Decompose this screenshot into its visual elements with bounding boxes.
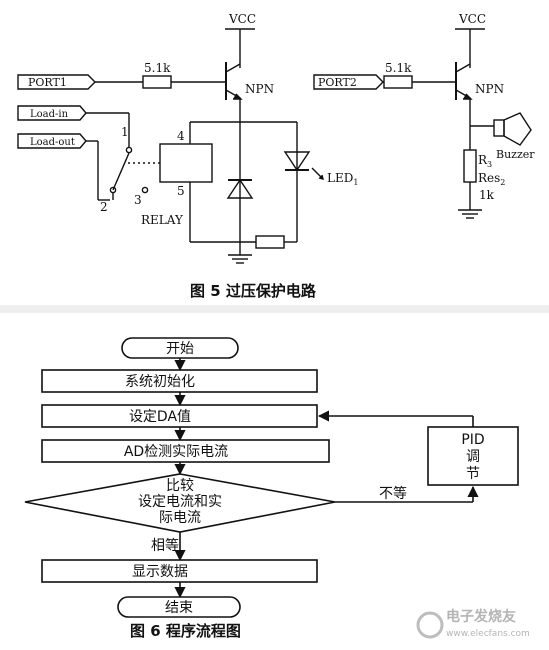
equal-label: 相等 [151,537,179,554]
end-node [117,596,241,618]
resistor-5k1-left [142,75,172,89]
res2-label: Res2 [478,171,505,187]
pid-label-1: PID [461,432,484,448]
load-in-label: Load-in [30,109,69,120]
res-right-label: 5.1k [385,61,412,75]
port1-label: PORT1 [28,76,67,89]
switch-pin-3: 3 [134,193,142,207]
not-equal-label: 不等 [379,485,407,502]
figure6-caption: 图 6 程序流程图 [130,622,241,640]
load-in-connector [17,105,87,121]
led-indicator [283,151,324,180]
vcc-right-label: VCC [458,12,486,26]
set-da-label: 设定DA值 [129,409,191,425]
display-label: 显示数据 [132,564,188,580]
overvoltage-circuit [17,28,532,264]
circuit-labels: VCC VCC PORT1 PORT2 5.1k 5.1k NPN NPN Lo… [28,12,535,227]
load-out-connector [17,133,87,149]
program-flowchart [24,337,519,618]
buzzer-label: Buzzer [496,148,535,161]
pid-label-3: 节 [466,466,480,482]
port2-connector [313,74,384,90]
resistor-5k1-right [383,75,413,89]
end-label: 结束 [165,600,193,616]
npn-right-transistor [455,62,473,100]
switch-pin-1: 1 [121,125,129,139]
figure-separator [0,305,549,313]
switch-pin-2: 2 [100,200,108,214]
ground-right [458,209,482,219]
led-label: LED1 [327,171,358,187]
compare-label-3: 际电流 [159,510,201,526]
relay-switch [109,146,149,200]
npn-left-label: NPN [245,82,274,96]
ground-left [228,254,252,264]
elecfans-watermark: 电子发烧友 www.elecfans.com [416,608,530,639]
resistor-r3 [463,149,477,183]
relay-label: RELAY [141,213,184,227]
led-resistor [255,235,285,249]
npn-right-label: NPN [475,82,504,96]
load-out-label: Load-out [30,137,75,148]
pid-label-2: 调 [466,449,480,465]
flowchart-labels: 开始 系统初始化 设定DA值 AD检测实际电流 比较 设定电流和实 际电流 PI… [124,341,485,616]
ad-detect-label: AD检测实际电流 [124,444,228,460]
res-left-label: 5.1k [144,61,171,75]
relay-pin-4: 4 [177,129,185,143]
watermark-text: 电子发烧友 [446,608,516,625]
r-value-label: 1k [479,188,495,202]
vcc-left-node [225,28,255,68]
ad-detect-box [41,439,330,463]
watermark-logo-icon [416,611,444,639]
figure5-caption: 图 5 过压保护电路 [190,282,317,300]
start-label: 开始 [166,341,194,357]
flyback-diode [226,178,254,199]
port2-label: PORT2 [318,76,357,89]
init-label: 系统初始化 [125,373,195,390]
watermark-url: www.elecfans.com [446,629,530,639]
npn-left-transistor [225,62,243,100]
compare-label-1: 比较 [166,478,194,494]
relay-coil [159,143,213,183]
buzzer [493,112,532,146]
port1-connector [17,74,96,90]
pid-box [427,426,519,486]
r3-label: R3 [478,153,492,169]
relay-pin-5: 5 [177,184,185,198]
vcc-left-label: VCC [228,12,256,26]
compare-label-2: 设定电流和实 [138,494,222,510]
